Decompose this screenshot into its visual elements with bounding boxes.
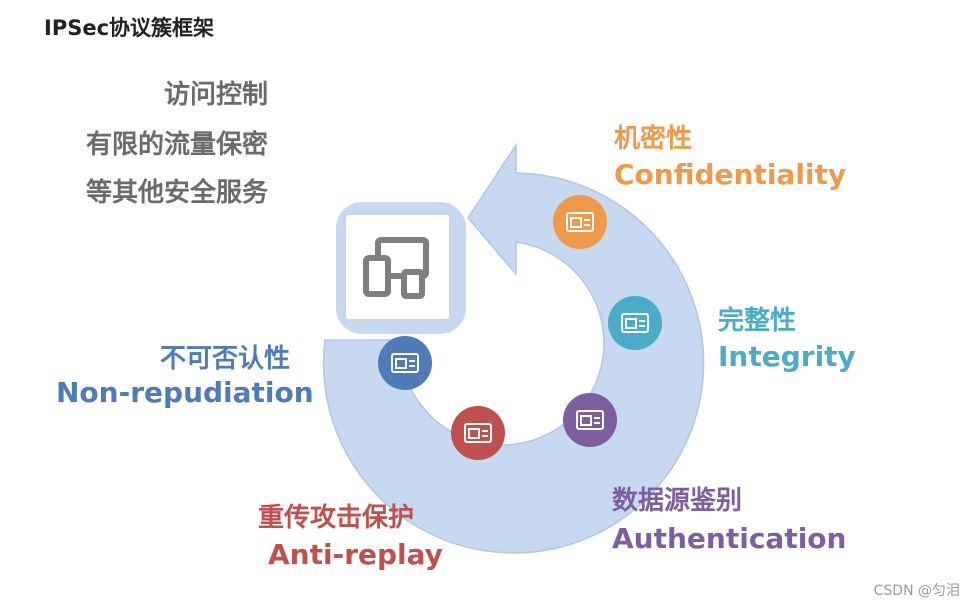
id-card-icon xyxy=(621,313,649,333)
devices-icon xyxy=(363,237,429,299)
service-item-traffic-confidentiality: 有限的流量保密 xyxy=(85,130,268,160)
feature-node-confidentiality xyxy=(553,195,607,249)
feature-node-non-repudiation xyxy=(378,336,432,390)
id-card-icon xyxy=(464,423,492,443)
feature-cn-non-repudiation: 不可否认性 xyxy=(160,344,291,374)
feature-en-anti-replay: Anti-replay xyxy=(268,538,443,571)
feature-node-anti-replay xyxy=(451,406,505,460)
page-title: IPSec协议簇框架 xyxy=(44,16,215,40)
feature-en-confidentiality: Confidentiality xyxy=(614,158,847,191)
id-card-icon xyxy=(391,353,419,373)
service-item-access-control: 访问控制 xyxy=(163,80,268,110)
id-card-icon xyxy=(566,212,594,232)
feature-cn-integrity: 完整性 xyxy=(718,306,797,336)
feature-cn-confidentiality: 机密性 xyxy=(614,124,693,154)
device-box xyxy=(344,213,451,321)
feature-cn-authentication: 数据源鉴别 xyxy=(612,486,743,516)
feature-en-non-repudiation: Non-repudiation xyxy=(56,376,314,409)
feature-cn-anti-replay: 重传攻击保护 xyxy=(258,503,415,533)
cycle-ring-arrow xyxy=(322,142,705,554)
watermark: CSDN @匀泪 xyxy=(873,583,960,599)
id-card-icon xyxy=(576,410,604,430)
service-item-other-services: 等其他安全服务 xyxy=(85,178,268,208)
feature-en-integrity: Integrity xyxy=(718,340,856,373)
feature-node-integrity xyxy=(608,296,662,350)
feature-node-authentication xyxy=(563,393,617,447)
feature-en-authentication: Authentication xyxy=(612,522,847,555)
